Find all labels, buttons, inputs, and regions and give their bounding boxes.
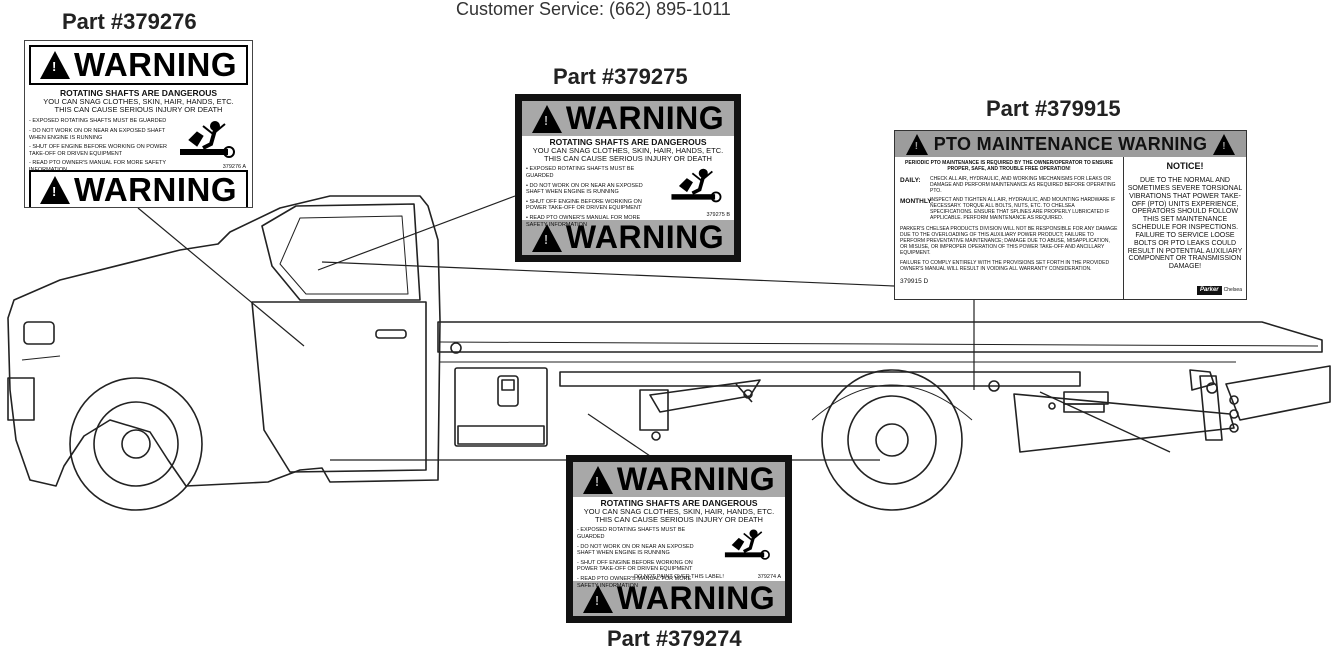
- label-headline: ROTATING SHAFTS ARE DANGEROUS: [59, 88, 218, 98]
- warning-banner-top: WARNING: [573, 461, 785, 497]
- warning-triangle-icon: [1213, 133, 1236, 155]
- leader-line-379275: [317, 195, 516, 271]
- label-subline-1: YOU CAN SNAG CLOTHES, SKIN, HAIR, HANDS,…: [583, 506, 775, 516]
- pto-maintenance-label-379915: PTO MAINTENANCE WARNING PERIODIC PTO MAI…: [894, 130, 1247, 300]
- label-subline-2: THIS CAN CAUSE SERIOUS INJURY OR DEATH: [595, 515, 763, 525]
- front-bumper: [7, 377, 35, 421]
- label-headline: ROTATING SHAFTS ARE DANGEROUS: [600, 498, 758, 508]
- warning-triangle-icon: [531, 223, 562, 252]
- warning-triangle-icon: [905, 133, 928, 155]
- leader-line-379915: [321, 261, 895, 287]
- notice-panel: NOTICE! DUE TO THE NORMAL AND SOMETIMES …: [1127, 161, 1243, 295]
- label-footer: DO NOT PAINT OVER THIS LABEL!: [634, 574, 724, 580]
- toolbox: [454, 367, 548, 447]
- warning-triangle-icon: [582, 465, 613, 494]
- warning-banner-top: WARNING: [522, 100, 734, 136]
- warning-banner-bottom: WARNING: [29, 170, 248, 207]
- label-headline: ROTATING SHAFTS ARE DANGEROUS: [549, 137, 707, 147]
- front-wheel: [69, 377, 203, 511]
- warning-triangle-icon: [582, 584, 613, 613]
- label-subline-1: YOU CAN SNAG CLOTHES, SKIN, HAIR, HANDS,…: [532, 145, 724, 155]
- pto-warning-banner: PTO MAINTENANCE WARNING: [895, 131, 1246, 157]
- door-handle: [375, 329, 407, 339]
- label-subline-1: YOU CAN SNAG CLOTHES, SKIN, HAIR, HANDS,…: [43, 96, 234, 106]
- warning-label-379275: WARNING ROTATING SHAFTS ARE DANGEROUS YO…: [515, 94, 741, 262]
- part-number-379274: Part #379274: [607, 626, 742, 651]
- label-subline-2: THIS CAN CAUSE SERIOUS INJURY OR DEATH: [54, 105, 223, 115]
- part-number-379276: Part #379276: [62, 9, 197, 34]
- leader-line-379274: [587, 413, 657, 461]
- flatbed-deck: [437, 321, 1323, 353]
- wheel-lift-arm: [1013, 393, 1235, 453]
- warning-banner-bottom: WARNING: [573, 580, 785, 616]
- warning-triangle-icon: [40, 51, 70, 79]
- leader-line-379276: [137, 207, 305, 347]
- label-bullets: • EXPOSED ROTATING SHAFTS MUST BE GUARDE…: [526, 166, 643, 228]
- warning-banner-top: WARNING: [29, 45, 248, 85]
- frame-rail: [559, 371, 1081, 387]
- label-bullets: - EXPOSED ROTATING SHAFTS MUST BE GUARDE…: [577, 527, 694, 589]
- truck-cab: [7, 195, 441, 487]
- part-number-379915: Part #379915: [986, 96, 1121, 121]
- entanglement-hazard-icon: [180, 121, 235, 159]
- customer-service-phone: Customer Service: (662) 895-1011: [456, 0, 731, 19]
- label-subline-2: THIS CAN CAUSE SERIOUS INJURY OR DEATH: [544, 154, 712, 164]
- entanglement-hazard-icon: [671, 169, 722, 203]
- maintenance-instructions: PERIODIC PTO MAINTENANCE IS REQUIRED BY …: [895, 157, 1124, 299]
- warning-triangle-icon: [40, 176, 70, 205]
- headlight: [23, 321, 55, 345]
- entanglement-hazard-icon: [724, 529, 770, 561]
- cab-door: [251, 301, 427, 473]
- rear-wheel: [821, 369, 963, 511]
- label-code: 379915 D: [900, 278, 929, 286]
- warning-label-379274: WARNING ROTATING SHAFTS ARE DANGEROUS YO…: [566, 455, 792, 623]
- warning-banner-bottom: WARNING: [522, 219, 734, 255]
- label-bullets: - EXPOSED ROTATING SHAFTS MUST BE GUARDE…: [29, 118, 168, 173]
- warning-label-379276: WARNING ROTATING SHAFTS ARE DANGEROUS YO…: [24, 40, 253, 208]
- cab-window: [261, 203, 421, 301]
- warning-triangle-icon: [531, 104, 562, 133]
- part-number-379275: Part #379275: [553, 64, 688, 89]
